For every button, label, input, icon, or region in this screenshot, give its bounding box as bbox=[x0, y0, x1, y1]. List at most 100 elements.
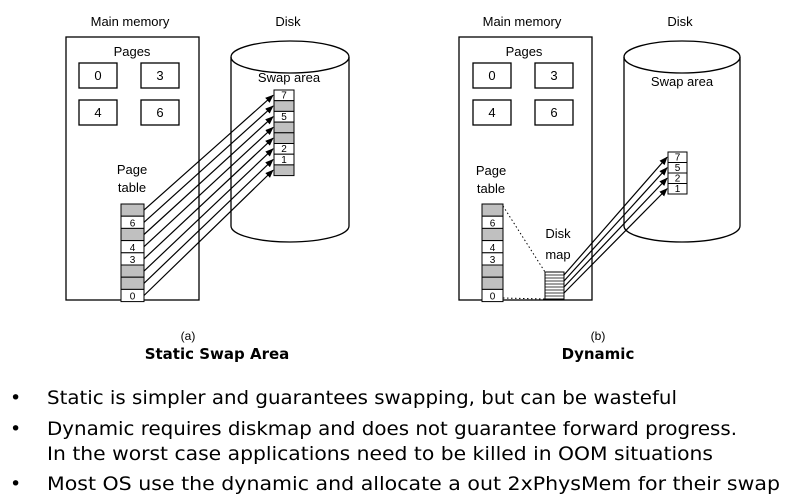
bullet-marker: • bbox=[10, 418, 21, 440]
swap-arrow bbox=[143, 169, 274, 296]
sub-caption: (a) bbox=[181, 329, 196, 343]
swap-arrow bbox=[143, 137, 274, 260]
page-table-entry bbox=[120, 276, 145, 290]
swap-slot-label: 5 bbox=[675, 163, 681, 174]
disk-map bbox=[502, 205, 565, 300]
swap-slot-label: 1 bbox=[675, 184, 681, 195]
page-table-entry bbox=[481, 264, 504, 278]
disk-map-label: map bbox=[545, 247, 570, 262]
sub-caption: (b) bbox=[591, 329, 606, 343]
swap-arrow bbox=[143, 116, 274, 235]
swap-arrow bbox=[143, 148, 274, 272]
page-frame-label: 6 bbox=[550, 105, 557, 120]
swap-arrow bbox=[143, 105, 274, 223]
pages-label: Pages bbox=[114, 44, 151, 59]
bullet-text: Most OS use the dynamic and allocate a o… bbox=[47, 473, 780, 495]
disk-label: Disk bbox=[275, 14, 301, 29]
disk-cylinder bbox=[623, 57, 741, 243]
swap-slot bbox=[273, 164, 295, 177]
caption: Dynamic bbox=[562, 345, 635, 363]
page-frame-label: 3 bbox=[550, 68, 557, 83]
bullet-text-continued: In the worst case applications need to b… bbox=[47, 443, 713, 465]
page-frame bbox=[472, 62, 512, 89]
page-table-label: table bbox=[477, 181, 505, 196]
page-table-label: Page bbox=[117, 162, 147, 177]
swap-arrow bbox=[563, 156, 668, 276]
page-table-entry-label: 6 bbox=[490, 218, 496, 229]
bullet-text: Dynamic requires diskmap and does not gu… bbox=[47, 418, 737, 440]
page-frame-label: 6 bbox=[156, 105, 163, 120]
bullet-list: • Static is simpler and guarantees swapp… bbox=[10, 387, 780, 495]
bullet-marker: • bbox=[10, 473, 21, 495]
page-frame bbox=[534, 62, 574, 89]
diagram-static: Main memory Disk Pages 0 3 4 6 Page tabl… bbox=[65, 14, 350, 363]
page-table: 6 43 0 bbox=[120, 203, 145, 303]
page-frame-label: 4 bbox=[94, 105, 101, 120]
page-frame bbox=[472, 99, 512, 126]
swap-slot bbox=[273, 132, 295, 145]
pages-label: Pages bbox=[506, 44, 543, 59]
page-table-entry-label: 3 bbox=[130, 255, 136, 266]
page-table-entry bbox=[481, 203, 504, 217]
swap-area: 7 5 21 bbox=[273, 89, 295, 177]
page-table-entry bbox=[481, 276, 504, 290]
page-table-entry bbox=[120, 264, 145, 278]
page-table-entry bbox=[120, 227, 145, 242]
page-table-entry bbox=[481, 227, 504, 242]
disk-label: Disk bbox=[667, 14, 693, 29]
page-frame-label: 4 bbox=[488, 105, 495, 120]
bullet-marker: • bbox=[10, 387, 21, 409]
page-table-entry-label: 6 bbox=[130, 218, 136, 229]
main-memory-box bbox=[458, 36, 593, 301]
disk-map-label: Disk bbox=[545, 226, 571, 241]
swap-slot-label: 1 bbox=[281, 155, 287, 166]
page-frame bbox=[140, 62, 180, 89]
disk-cylinder-top bbox=[623, 40, 741, 74]
page-frame bbox=[534, 99, 574, 126]
swap-slot-label: 7 bbox=[281, 91, 287, 102]
disk-cylinder-top bbox=[230, 40, 350, 74]
swap-arrows bbox=[563, 156, 668, 294]
page-table-entry-label: 0 bbox=[490, 292, 496, 303]
swap-slot bbox=[273, 121, 295, 134]
swap-slot-label: 2 bbox=[675, 174, 681, 185]
page-table-label: table bbox=[118, 180, 146, 195]
swap-arrow bbox=[143, 126, 274, 248]
page-frame bbox=[78, 99, 118, 126]
swap-arrow bbox=[563, 167, 668, 282]
page-frame-label: 3 bbox=[156, 68, 163, 83]
disk-map-link bbox=[502, 297, 546, 300]
page-table-entry bbox=[120, 203, 145, 217]
swap-arrow bbox=[143, 158, 274, 284]
swap-arrow bbox=[563, 188, 668, 294]
swap-slot-label: 5 bbox=[281, 112, 287, 123]
swap-area-label: Swap area bbox=[258, 70, 321, 85]
page-table-entry-label: 0 bbox=[130, 292, 136, 303]
swap-area-label: Swap area bbox=[651, 74, 714, 89]
swap-arrow bbox=[563, 177, 668, 288]
page-table-entry-label: 3 bbox=[490, 255, 496, 266]
diagram-dynamic: Main memory Disk Pages 0 3 4 6 Page tabl… bbox=[458, 14, 741, 363]
main-memory-label: Main memory bbox=[483, 14, 562, 29]
page-table-entry-label: 4 bbox=[130, 243, 136, 254]
disk-map-link bbox=[502, 205, 546, 273]
swap-slot-label: 2 bbox=[281, 144, 287, 155]
bullet-text: Static is simpler and guarantees swappin… bbox=[47, 387, 677, 409]
page-frame-label: 0 bbox=[94, 68, 101, 83]
disk-cylinder bbox=[230, 57, 350, 243]
page-frame bbox=[140, 99, 180, 126]
swap-slot-label: 7 bbox=[675, 153, 681, 164]
main-memory-label: Main memory bbox=[91, 14, 170, 29]
swap-slot bbox=[273, 100, 295, 112]
caption: Static Swap Area bbox=[145, 345, 290, 363]
page-frame-label: 0 bbox=[488, 68, 495, 83]
swap-slot bbox=[667, 183, 688, 195]
page-table-label: Page bbox=[476, 163, 506, 178]
swap-arrows bbox=[143, 94, 274, 296]
page-frame bbox=[78, 62, 118, 89]
disk-map-box bbox=[544, 271, 565, 300]
